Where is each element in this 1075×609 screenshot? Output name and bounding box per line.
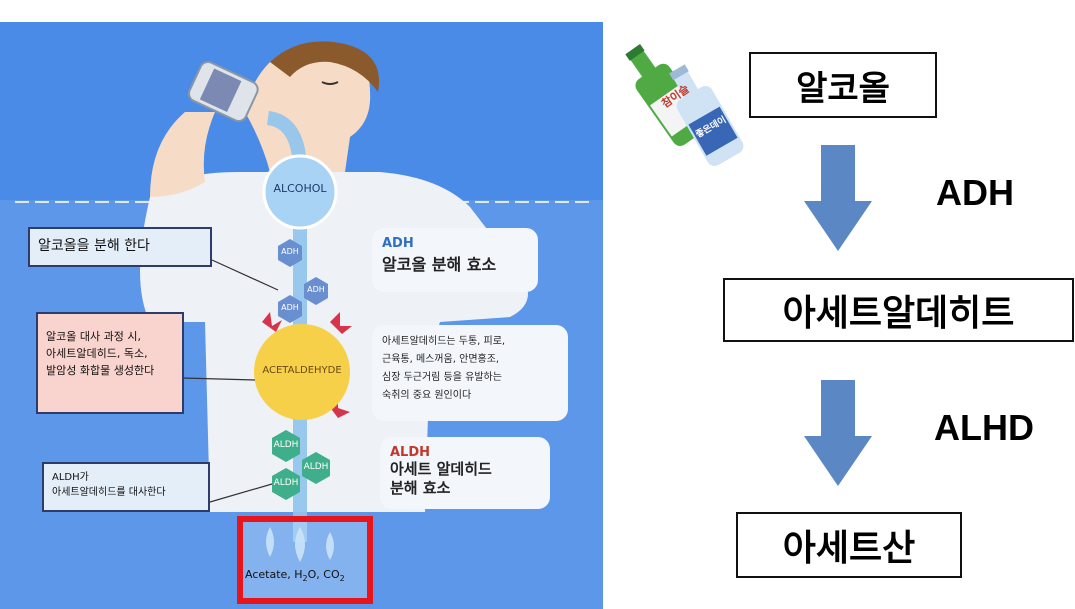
tag-line: ALDH가 <box>52 470 200 485</box>
tag-line: 아세트알데히드, 독소, <box>46 345 174 362</box>
arrow-down-icon <box>804 145 872 253</box>
bubble-adh: ADH 알코올 분해 효소 <box>372 228 538 292</box>
metabolism-illustration: ALCOHOL ADH ADH ADH ACETALDEHYDE ALDH AL… <box>0 22 603 609</box>
tag-line: 알코올 대사 과정 시, <box>46 328 174 345</box>
tag-line: 발암성 화합물 생성한다 <box>46 362 174 379</box>
adh-hex-label: ADH <box>278 247 302 256</box>
products-label: Acetate, H2O, CO2 <box>245 568 365 583</box>
bubble-line: 분해 효소 <box>390 479 540 498</box>
bubble-line: 근육통, 메스꺼움, 안면홍조, <box>382 351 558 369</box>
enzyme-adh: ADH <box>936 172 1014 214</box>
alcohol-label: ALCOHOL <box>264 182 336 195</box>
bubble-line: 아세트 알데히드 <box>390 460 540 479</box>
bubble-aldh: ALDH 아세트 알데히드 분해 효소 <box>380 437 550 509</box>
acetaldehyde-label: ACETALDEHYDE <box>250 365 354 376</box>
bubble-line: 심장 두근거림 등을 유발하는 <box>382 369 558 387</box>
step-acetic-acid: 아세트산 <box>736 512 962 578</box>
aldh-hex-label: ALDH <box>272 440 300 450</box>
aldh-hex-label: ALDH <box>302 462 330 472</box>
step-acetaldehyde: 아세트알데히트 <box>723 278 1074 342</box>
bubble-enzyme: ADH <box>382 236 528 251</box>
products-highlight-box: Acetate, H2O, CO2 <box>237 516 373 604</box>
tag-alcohol-breakdown: 알코올을 분해 한다 <box>28 227 212 267</box>
step-alcohol: 알코올 <box>749 52 937 118</box>
tag-aldh-metabolizes: ALDH가 아세트알데히드를 대사한다 <box>42 462 210 512</box>
bubble-acetaldehyde-effects: 아세트알데히드는 두통, 피로, 근육통, 메스꺼움, 안면홍조, 심장 두근거… <box>372 325 568 421</box>
step-label: 아세트알데히트 <box>783 284 1015 336</box>
aldh-hex-label: ALDH <box>272 478 300 488</box>
enzyme-alhd: ALHD <box>934 407 1034 449</box>
adh-hex-label: ADH <box>278 303 302 312</box>
soju-bottles <box>610 36 758 166</box>
tag-text: 알코올을 분해 한다 <box>38 238 150 254</box>
step-label: 아세트산 <box>783 519 915 571</box>
bubble-line: 아세트알데히드는 두통, 피로, <box>382 333 558 351</box>
bubble-line: 숙취의 중요 원인이다 <box>382 387 558 405</box>
bubble-enzyme: ALDH <box>390 445 540 460</box>
tag-metabolism-toxins: 알코올 대사 과정 시, 아세트알데히드, 독소, 발암성 화합물 생성한다 <box>36 312 184 414</box>
step-label: 알코올 <box>796 61 890 110</box>
tag-line: 아세트알데히드를 대사한다 <box>52 485 200 500</box>
adh-hex-label: ADH <box>304 285 328 294</box>
arrow-down-icon <box>804 380 872 488</box>
bubble-text: 알코올 분해 효소 <box>382 251 528 275</box>
